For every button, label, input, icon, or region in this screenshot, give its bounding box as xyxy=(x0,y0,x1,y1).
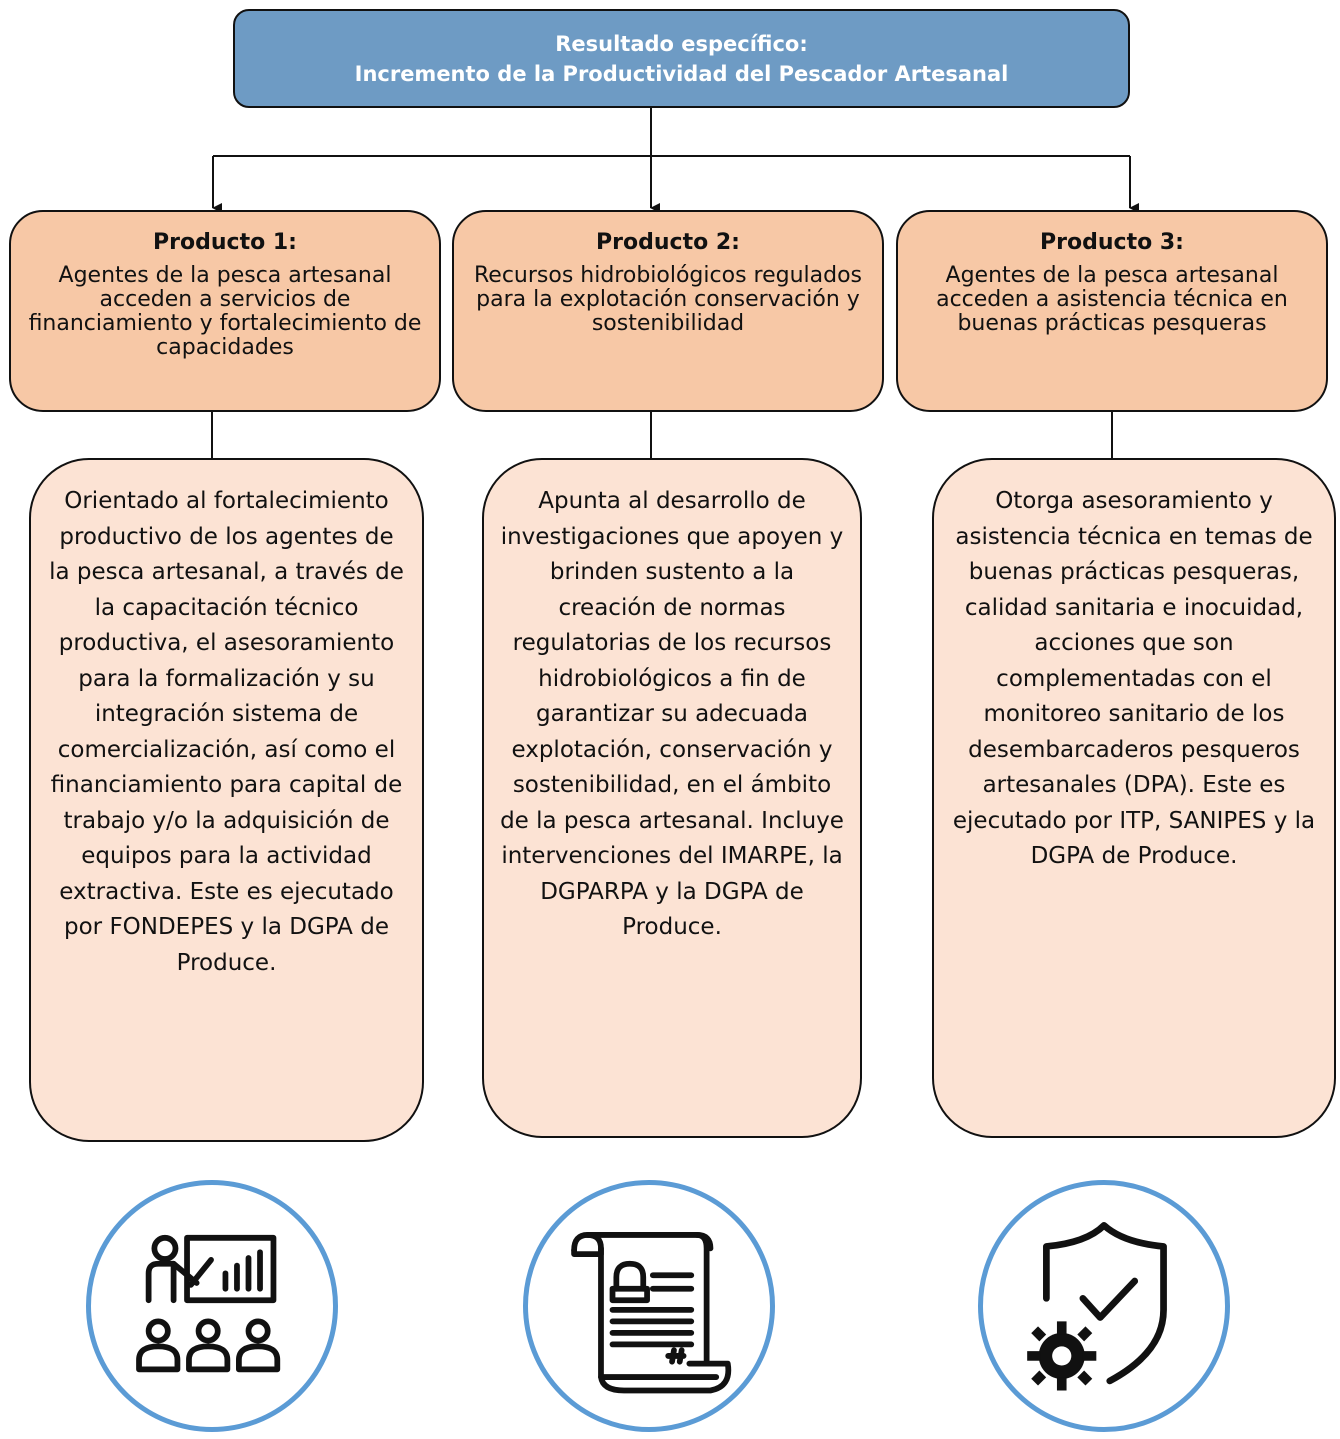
product-2-subtitle: Recursos hidrobiológicos regulados para … xyxy=(473,263,863,336)
product-1-description-box: Orientado al fortalecimiento productivo … xyxy=(29,458,424,1142)
result-header-title: Incremento de la Productividad del Pesca… xyxy=(354,61,1009,86)
legal-document-scroll-icon xyxy=(571,1232,732,1394)
result-header-label: Resultado específico: xyxy=(555,31,808,56)
product-1-subtitle: Agentes de la pesca artesanal acceden a … xyxy=(28,263,422,360)
product-2-description-box: Apunta al desarrollo de investigaciones … xyxy=(482,458,862,1138)
product-3-description: Otorga asesoramiento y asistencia técnic… xyxy=(952,488,1316,869)
connector-lines xyxy=(211,108,1139,458)
product-2-description: Apunta al desarrollo de investigaciones … xyxy=(500,488,844,940)
product-3-description-box: Otorga asesoramiento y asistencia técnic… xyxy=(932,458,1336,1138)
product-1-icon-circle xyxy=(86,1180,338,1432)
shield-check-gear-icon xyxy=(1027,1221,1167,1391)
product-2-icon-circle xyxy=(523,1180,775,1432)
product-1-box: Producto 1: Agentes de la pesca artesana… xyxy=(9,210,441,412)
product-3-box: Producto 3: Agentes de la pesca artesana… xyxy=(896,210,1328,412)
teacher-presentation-icon xyxy=(136,1234,281,1373)
product-2-title: Producto 2: xyxy=(596,230,740,255)
product-3-subtitle: Agentes de la pesca artesanal acceden a … xyxy=(936,263,1288,336)
product-1-description: Orientado al fortalecimiento productivo … xyxy=(49,488,404,976)
product-2-box: Producto 2: Recursos hidrobiológicos reg… xyxy=(452,210,884,412)
product-3-title: Producto 3: xyxy=(1040,230,1184,255)
product-1-title: Producto 1: xyxy=(153,230,297,255)
result-header-box: Resultado específico: Incremento de la P… xyxy=(233,9,1130,108)
product-3-icon-circle xyxy=(978,1180,1230,1432)
